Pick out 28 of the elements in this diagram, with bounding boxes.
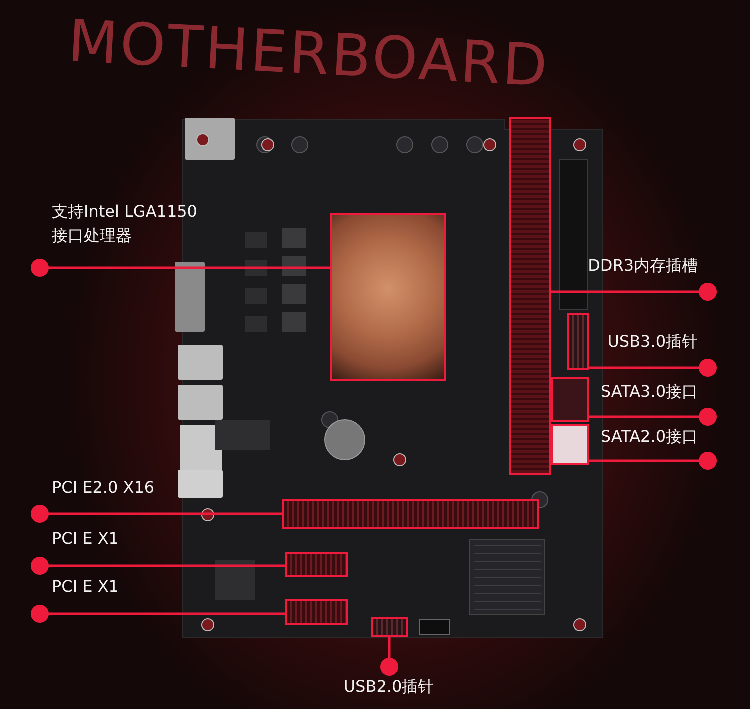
sata-port-frame: [551, 424, 589, 465]
socket-frame: [330, 213, 446, 381]
sata-port-frame: [551, 377, 589, 422]
callout-label: 支持Intel LGA1150接口处理器: [52, 201, 198, 247]
expansion-slot-frame: [282, 499, 539, 529]
callout-label: SATA3.0接口: [600, 381, 698, 403]
expansion-slot-frame: [285, 599, 348, 625]
leader-line: [589, 408, 717, 426]
callout-label: USB2.0插针: [342, 676, 436, 698]
callout-label: PCI E2.0 X16: [52, 477, 156, 499]
callout-label: DDR3内存插槽: [587, 255, 698, 277]
leader-line: [31, 605, 285, 623]
callout-label: PCI E X1: [52, 528, 120, 550]
leader-line: [589, 452, 717, 470]
leader-line: [551, 283, 717, 301]
callout-label: SATA2.0接口: [600, 426, 698, 448]
leader-line: [31, 259, 330, 277]
header-frame: [371, 617, 408, 637]
leader-line: [31, 505, 282, 523]
leader-line: [31, 557, 285, 575]
leader-line: [380, 637, 398, 676]
memory-slot-frame: [509, 117, 551, 475]
leader-line: [589, 359, 717, 377]
callout-label: USB3.0插针: [606, 331, 698, 353]
expansion-slot-frame: [285, 552, 348, 577]
header-frame: [567, 313, 589, 370]
callout-label: PCI E X1: [52, 576, 120, 598]
background-lettering: MOTHERBOARD: [66, 8, 552, 100]
